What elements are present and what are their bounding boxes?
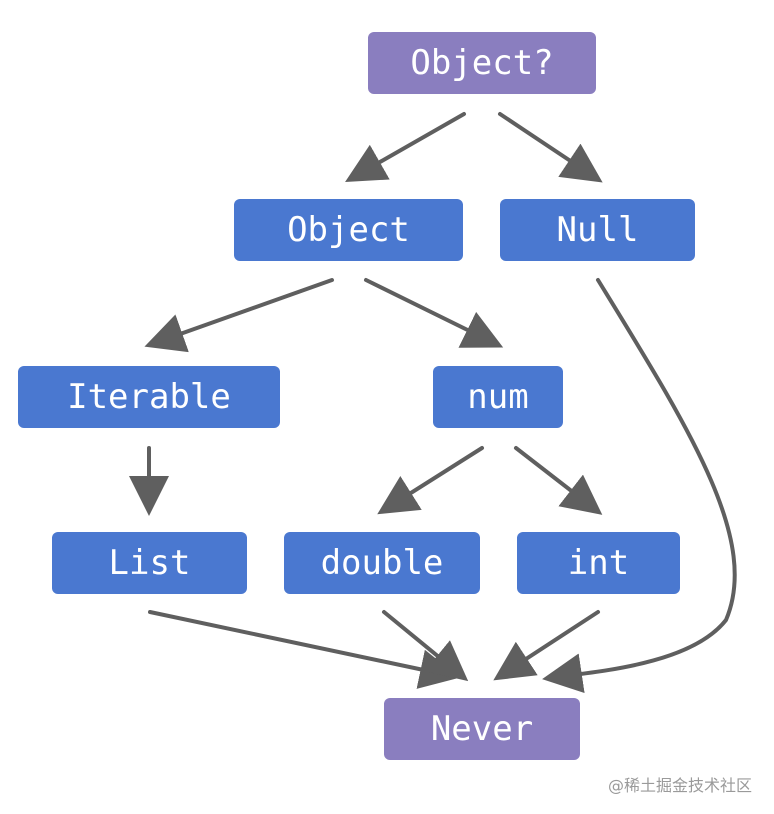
node-label: Iterable [67, 377, 231, 417]
node-object: Object [234, 199, 463, 261]
node-label: num [467, 377, 529, 417]
edge-null-never [542, 278, 737, 694]
node-label: List [108, 543, 191, 583]
edge-objectnullable-object [345, 112, 466, 182]
node-label: Object? [410, 43, 554, 83]
node-label: double [320, 543, 444, 583]
node-never: Never [384, 698, 580, 760]
node-int: int [517, 532, 680, 594]
edge-num-double [377, 446, 484, 515]
edge-list-never [148, 610, 460, 689]
node-label: Object [287, 210, 410, 250]
node-iterable: Iterable [18, 366, 280, 428]
node-null: Null [500, 199, 695, 261]
edge-object-num [364, 278, 504, 348]
node-label: Never [430, 709, 534, 749]
node-label: Null [556, 210, 639, 250]
edge-objectnullable-null [498, 112, 603, 183]
edge-int-never [493, 610, 600, 681]
edge-object-iterable [144, 278, 334, 353]
node-object-nullable: Object? [368, 32, 596, 94]
node-list: List [52, 532, 247, 594]
node-double: double [284, 532, 480, 594]
node-label: int [567, 543, 630, 583]
edge-num-int [514, 446, 603, 515]
edge-double-never [382, 610, 469, 682]
watermark-text: @稀土掘金技术社区 [607, 776, 752, 795]
node-num: num [433, 366, 563, 428]
